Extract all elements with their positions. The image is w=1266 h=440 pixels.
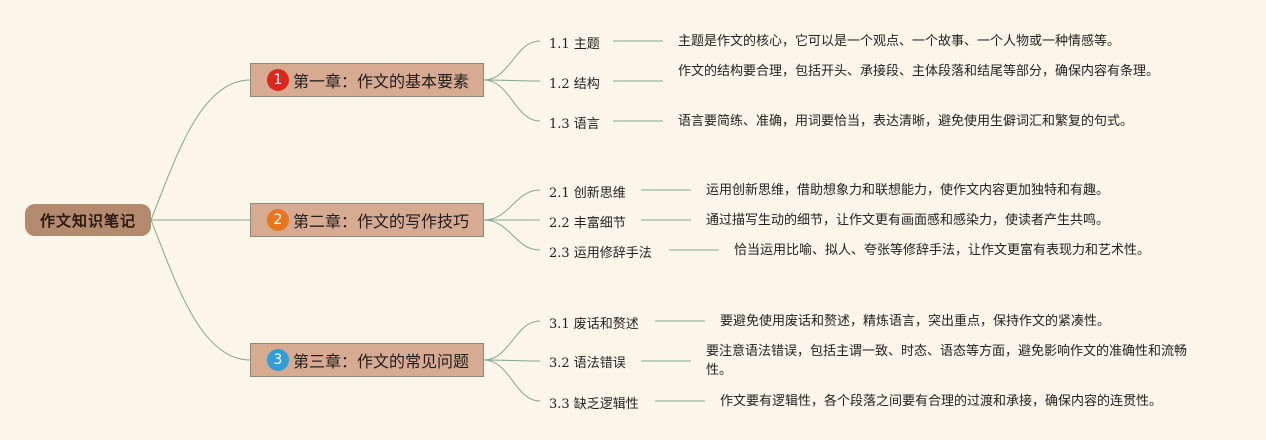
section-3-2[interactable]: 3.2 语法错误 [549, 356, 626, 371]
connector-line [150, 219, 251, 361]
chapter-3-node[interactable]: 3 第三章：作文的常见问题 [250, 343, 484, 377]
connector-line [483, 359, 541, 362]
chapter-2-title: 第二章：作文的写作技巧 [293, 212, 470, 231]
detail-1-2: 作文的结构要合理，包括开头、承接段、主体段落和结尾等部分，确保内容有条理。 [678, 64, 1160, 79]
detail-1-1: 主题是作文的核心，它可以是一个观点、一个故事、一个人物或一种情感等。 [678, 34, 1121, 49]
connector-line [483, 189, 541, 221]
root-node[interactable]: 作文知识笔记 [25, 204, 151, 236]
connector-line [483, 79, 541, 82]
section-1-1[interactable]: 1.1 主题 [549, 37, 600, 52]
connector-line [150, 79, 251, 221]
detail-2-3: 恰当运用比喻、拟人、夸张等修辞手法，让作文更富有表现力和艺术性。 [734, 243, 1151, 258]
detail-1-3: 语言要简练、准确，用词要恰当，表达清晰，避免使用生僻词汇和繁复的句式。 [678, 114, 1134, 129]
connector-line [483, 219, 541, 251]
chapter-3-title: 第三章：作文的常见问题 [293, 352, 470, 371]
detail-2-1: 运用创新思维，借助想象力和联想能力，使作文内容更加独特和有趣。 [706, 183, 1110, 198]
section-3-3[interactable]: 3.3 缺乏逻辑性 [549, 397, 639, 412]
section-2-3[interactable]: 2.3 运用修辞手法 [549, 246, 652, 261]
chapter-1-node[interactable]: 1 第一章：作文的基本要素 [250, 63, 484, 97]
number-badge-icon: 1 [267, 69, 289, 91]
section-2-1[interactable]: 2.1 创新思维 [549, 186, 626, 201]
section-1-2[interactable]: 1.2 结构 [549, 77, 600, 92]
detail-2-2: 通过描写生动的细节，让作文更有画面感和感染力，使读者产生共鸣。 [706, 213, 1110, 228]
root-label: 作文知识笔记 [39, 211, 136, 230]
chapter-2-node[interactable]: 2 第二章：作文的写作技巧 [250, 203, 484, 237]
detail-3-1: 要避免使用废话和赘述，精炼语言，突出重点，保持作文的紧凑性。 [720, 314, 1111, 329]
detail-3-2: 要注意语法错误，包括主谓一致、时态、语态等方面，避免影响作文的准确性和流畅性。 [706, 344, 1188, 378]
section-3-1[interactable]: 3.1 废话和赘述 [549, 317, 639, 332]
number-badge-icon: 3 [267, 349, 289, 371]
section-1-3[interactable]: 1.3 语言 [549, 117, 600, 132]
connector-line [483, 359, 541, 402]
chapter-1-title: 第一章：作文的基本要素 [293, 72, 470, 91]
detail-3-3: 作文要有逻辑性，各个段落之间要有合理的过渡和承接，确保内容的连贯性。 [720, 394, 1163, 409]
number-badge-icon: 2 [267, 209, 289, 231]
connector-line [483, 40, 541, 81]
section-2-2[interactable]: 2.2 丰富细节 [549, 216, 626, 231]
connector-line [483, 79, 541, 122]
connector-line [483, 320, 541, 361]
